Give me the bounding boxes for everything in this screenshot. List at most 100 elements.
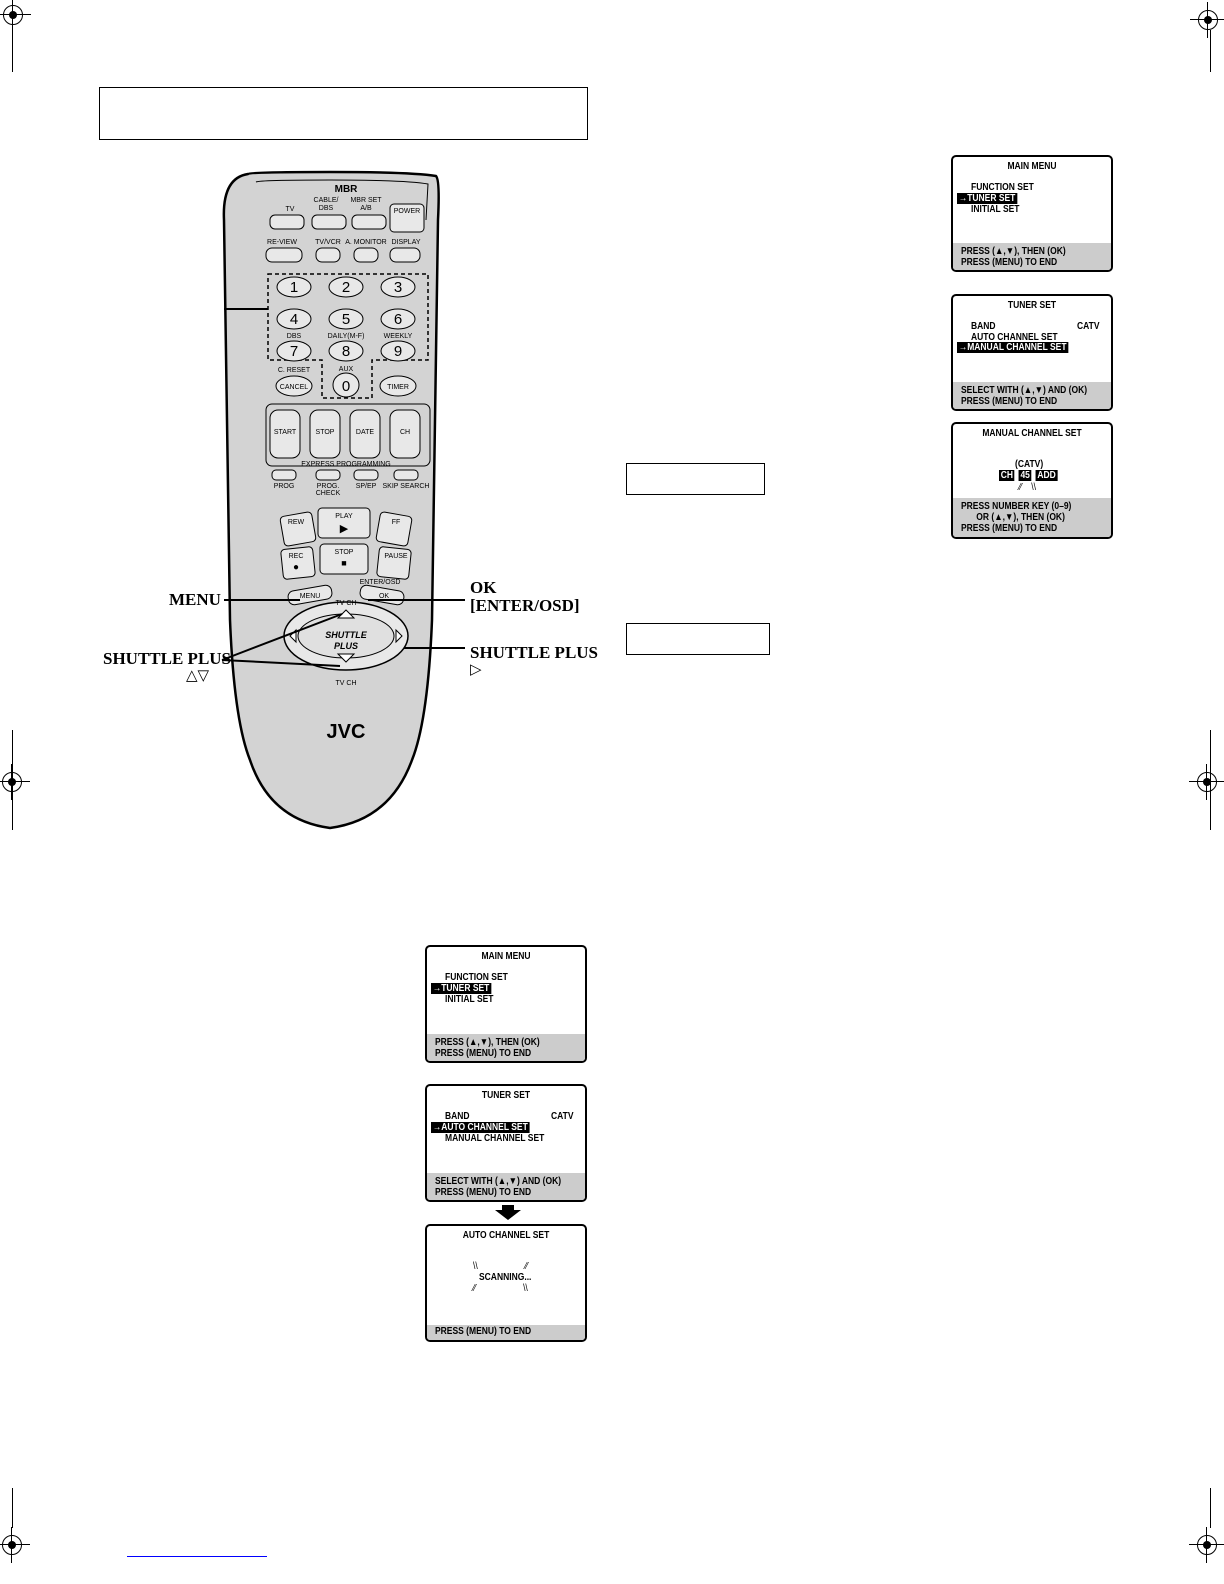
svg-text:REW: REW [288,519,305,526]
crop-line [12,30,13,72]
svg-text:AUX: AUX [339,366,354,373]
footer-link-underline [127,1556,267,1557]
title-box [99,87,588,140]
screen-auto-channel-set: AUTO CHANNEL SET \\ ⁄⁄ SCANNING... ⁄⁄ \\… [425,1224,587,1342]
screen-tuner-set-left: TUNER SET BAND CATV →AUTO CHANNEL SET MA… [425,1084,587,1202]
crop-line [12,730,13,830]
channel-number: 45 [1018,470,1032,481]
screen-manual-channel-set: MANUAL CHANNEL SET (CATV) CH 45 ADD ⁄⁄ \… [951,422,1113,539]
svg-text:▶: ▶ [340,523,349,535]
svg-text:2: 2 [342,279,350,296]
callout-lines [221,308,465,667]
remote-control: MBR TV CABLE/ DBS MBR SET A/B POWER RE-V… [222,170,440,830]
band-label: BAND [445,1111,470,1122]
svg-text:TV CH: TV CH [336,680,357,687]
svg-text:TV CH: TV CH [336,600,357,607]
screen-footer-line: PRESS (MENU) TO END [961,523,1058,534]
crop-line [12,1488,13,1528]
crop-line [1210,30,1211,72]
svg-text:9: 9 [394,343,402,360]
menu-item-manual-channel-set-selected: →MANUAL CHANNEL SET [957,342,1069,353]
svg-text:PLAY: PLAY [335,513,353,520]
crop-line [1210,1488,1211,1528]
screen-footer-line: SELECT WITH (▲,▼) AND (OK) [435,1176,562,1187]
menu-item-tuner-set-selected: →TUNER SET [431,983,492,994]
remote-mbr-logo: MBR [335,184,359,195]
screen-footer-line: PRESS (MENU) TO END [435,1187,532,1198]
svg-text:CANCEL: CANCEL [280,384,309,391]
svg-text:●: ● [293,562,299,573]
tv-label: TV [286,206,295,213]
menu-item-auto-channel-set-selected: →AUTO CHANNEL SET [431,1122,530,1133]
screen-footer-line: PRESS (MENU) TO END [435,1326,532,1337]
screen-main-menu-right: MAIN MENU FUNCTION SET →TUNER SET INITIA… [951,155,1113,272]
cable-label: CABLE/ [314,197,339,204]
svg-text:WEEKLY: WEEKLY [384,333,413,340]
screen-tuner-set-right: TUNER SET BAND CATV AUTO CHANNEL SET →MA… [951,294,1113,411]
screen-main-menu-left: MAIN MENU FUNCTION SET →TUNER SET INITIA… [425,945,587,1063]
svg-text:1: 1 [290,279,298,296]
svg-text:STOP: STOP [316,429,335,436]
svg-text:RE-VIEW: RE-VIEW [267,239,297,246]
svg-text:PAUSE: PAUSE [384,553,408,560]
channel-label: CH [999,470,1015,481]
svg-text:A. MONITOR: A. MONITOR [345,239,386,246]
svg-text:CH: CH [400,429,410,436]
screen-footer-line: PRESS (MENU) TO END [961,396,1058,407]
screen-title: AUTO CHANNEL SET [462,1230,550,1241]
svg-text:TIMER: TIMER [387,384,409,391]
blink-marks: ⁄⁄ \\ [1019,482,1037,493]
scanning-status: SCANNING... [479,1272,532,1283]
dbs-label: DBS [319,205,334,212]
svg-text:4: 4 [290,311,298,328]
registration-mark-bottom-left [0,1527,30,1563]
svg-text:EXPRESS PROGRAMMING: EXPRESS PROGRAMMING [301,461,390,468]
svg-text:DAILY(M-F): DAILY(M-F) [328,333,365,340]
svg-text:5: 5 [342,311,350,328]
ab-label: A/B [360,205,372,212]
svg-text:PLUS: PLUS [334,641,358,651]
channel-add-status: ADD [1035,470,1058,481]
svg-text:C. RESET: C. RESET [278,367,311,374]
svg-text:SHUTTLE: SHUTTLE [325,630,367,640]
callout-shuttle-plus-right: SHUTTLE PLUS [470,643,599,662]
svg-text:REC: REC [289,553,304,560]
callout-menu: MENU [169,590,221,609]
svg-text:0: 0 [342,378,350,395]
menu-item-initial-set: INITIAL SET [971,204,1020,215]
band-value: CATV [551,1111,574,1122]
screen-footer-line: OR (▲,▼), THEN (OK) [976,512,1065,523]
callout-shuttle-symbol-right: ▷ [470,662,482,678]
svg-text:DATE: DATE [356,429,374,436]
blink-marks: \\ ⁄⁄ [473,1261,528,1272]
svg-text:DISPLAY: DISPLAY [391,239,420,246]
screen-title: MANUAL CHANNEL SET [982,428,1082,439]
svg-text:7: 7 [290,343,298,360]
svg-text:ENTER/OSD: ENTER/OSD [360,579,401,586]
callout-shuttle-symbols-left: △▽ [186,668,210,684]
svg-text:OK: OK [379,593,389,600]
band-value: CATV [1077,321,1100,332]
registration-mark-bottom-right [1189,1527,1224,1563]
svg-text:DBS: DBS [287,333,302,340]
mbr-set-label: MBR SET [350,197,382,204]
registration-mark-mid-left [0,764,30,800]
screen-title: TUNER SET [481,1090,531,1101]
blink-marks: ⁄⁄ \\ [473,1283,528,1294]
screen-footer-line: PRESS (▲,▼), THEN (OK) [961,246,1066,257]
callout-enter-osd: [ENTER/OSD] [470,596,580,615]
menu-item-tuner-set-selected: →TUNER SET [957,193,1018,204]
label-box [626,463,765,495]
registration-mark-mid-right [1189,764,1224,800]
svg-text:TV/VCR: TV/VCR [315,239,341,246]
band-value: (CATV) [1015,459,1044,470]
crop-line [1210,730,1211,830]
svg-text:START: START [274,429,297,436]
screen-footer-line: PRESS NUMBER KEY (0–9) [961,501,1072,512]
svg-text:SKIP SEARCH: SKIP SEARCH [383,483,430,490]
screen-footer-line: PRESS (MENU) TO END [961,257,1058,268]
registration-mark-top-right [1190,2,1224,38]
svg-text:FF: FF [392,519,401,526]
remote-brand-logo: JVC [327,721,366,743]
registration-mark-top-left [0,0,31,33]
